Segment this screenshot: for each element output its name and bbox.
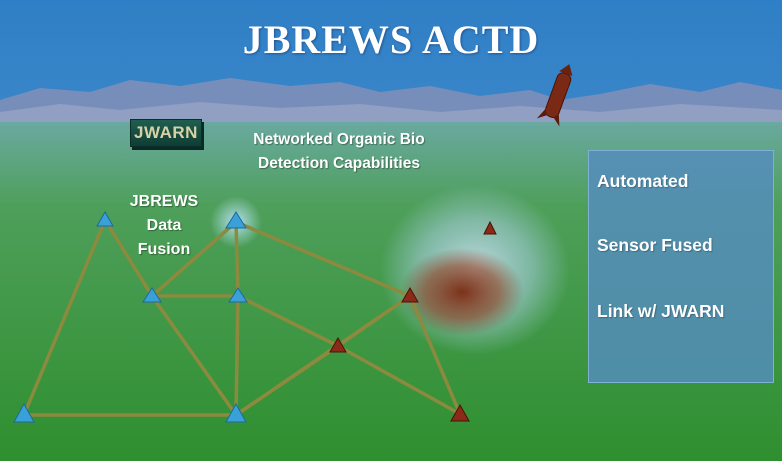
sensor-node-icon xyxy=(96,210,114,227)
feature-automated: Automated xyxy=(597,171,689,191)
data-fusion-label-line1: JBREWS xyxy=(129,193,199,210)
data-fusion-label: JBREWS Data Fusion xyxy=(104,190,224,262)
threat-node-icon xyxy=(329,336,347,353)
sensor-node-icon xyxy=(142,287,162,303)
data-fusion-label-line2: Data xyxy=(146,217,182,234)
sensor-node-icon xyxy=(225,402,247,423)
sensor-node-icon xyxy=(228,287,248,303)
network-label-line1: Networked Organic Bio xyxy=(253,131,425,148)
network-label-line2: Detection Capabilities xyxy=(258,155,420,172)
data-fusion-label-line3: Fusion xyxy=(137,241,191,258)
network-label: Networked Organic Bio Detection Capabili… xyxy=(214,128,464,176)
threat-node-icon xyxy=(450,403,470,422)
features-panel: Automated Sensor Fused Link w/ JWARN xyxy=(588,150,774,383)
sensor-node-icon xyxy=(13,402,35,423)
fusion-node-icon xyxy=(225,211,247,229)
feature-link-jwarn: Link w/ JWARN xyxy=(597,301,725,321)
threat-node-icon xyxy=(401,286,419,303)
page-title: JBREWS ACTD xyxy=(242,17,540,62)
threat-node-icon xyxy=(483,220,497,235)
missile-icon xyxy=(536,64,573,127)
bio-agent-release xyxy=(400,248,524,336)
jwarn-box: JWARN xyxy=(130,119,202,147)
feature-sensor-fused: Sensor Fused xyxy=(597,235,713,255)
network-links xyxy=(22,218,462,417)
